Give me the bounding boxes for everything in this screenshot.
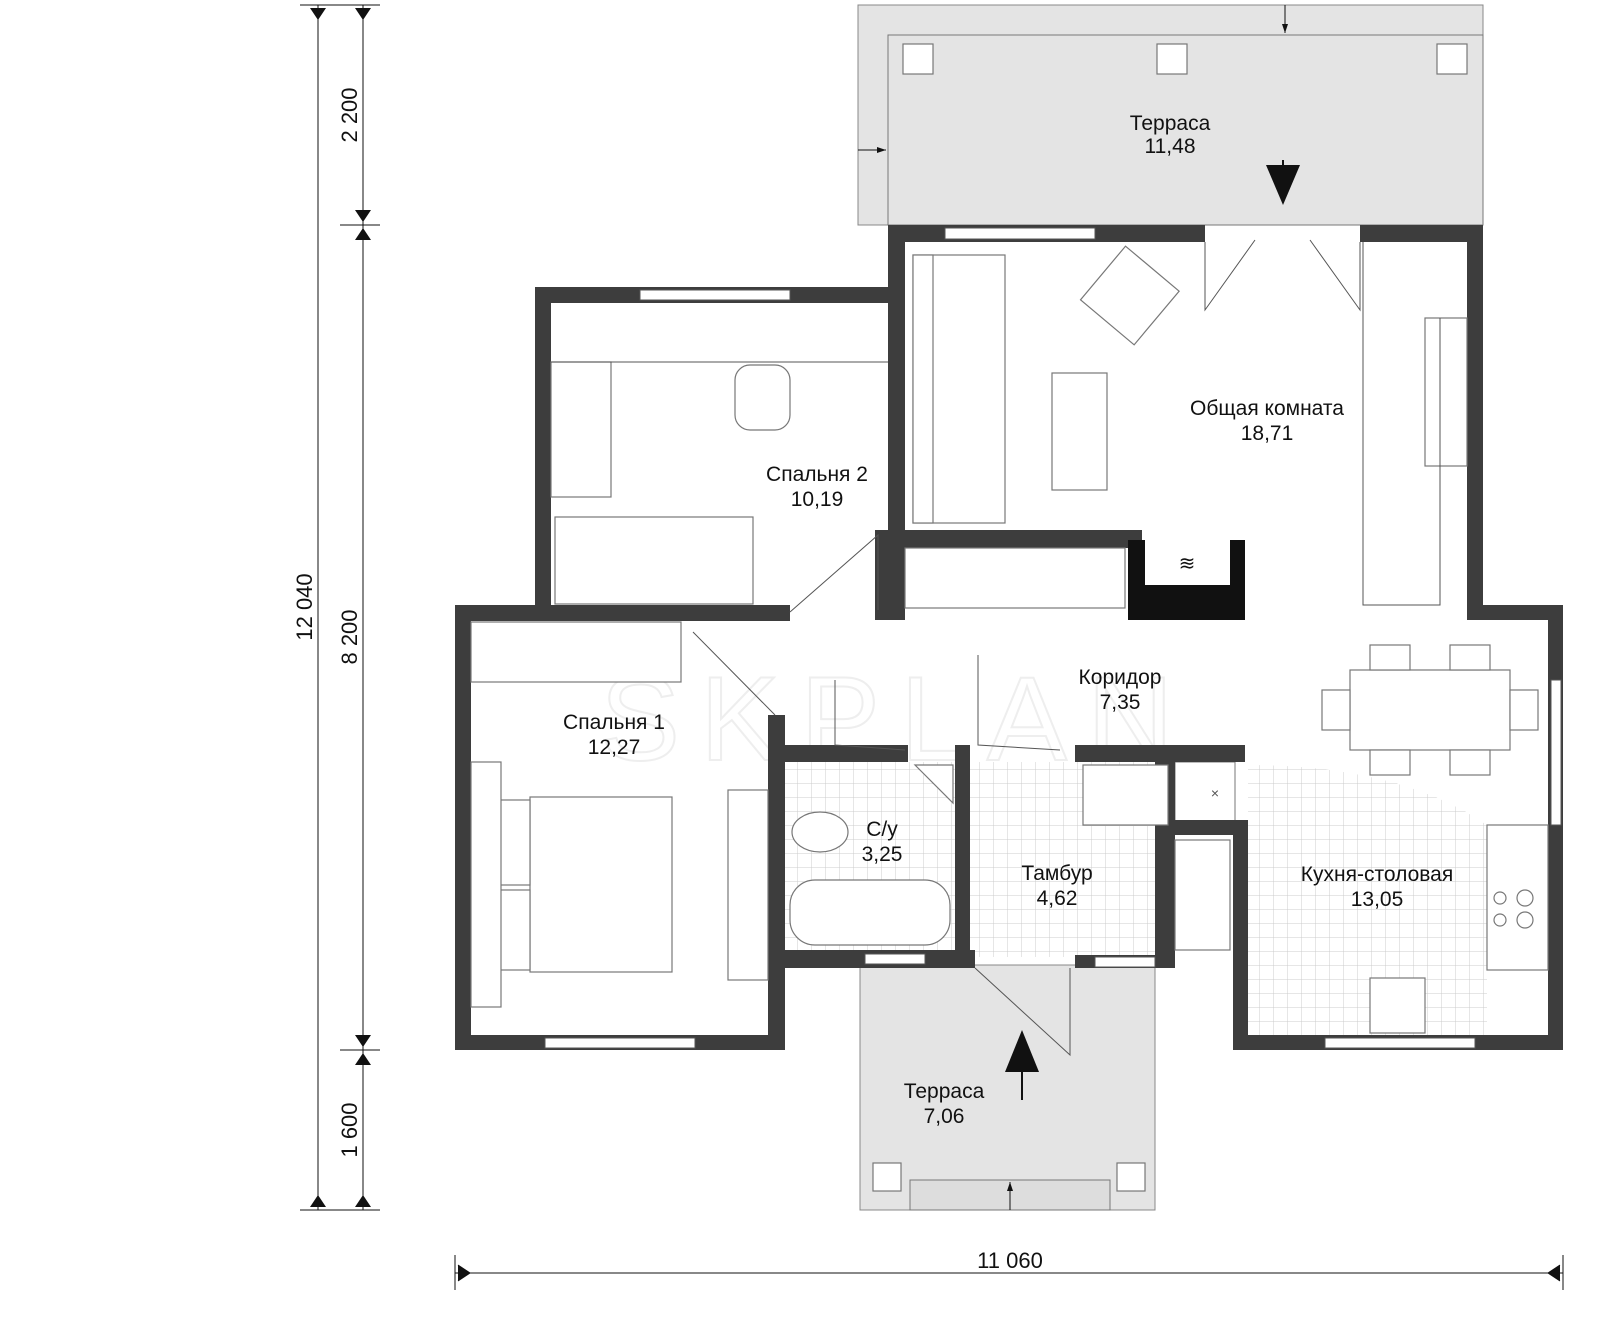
kitchen-floor bbox=[1248, 765, 1487, 1035]
windows bbox=[544, 227, 1562, 1049]
dimension-middle: 8 200 bbox=[337, 609, 362, 664]
room-name: Терраса bbox=[904, 1080, 985, 1103]
furniture bbox=[470, 242, 1549, 1034]
dimension-width: 11 060 bbox=[977, 1248, 1043, 1273]
room-labels: Терраса 11,48 Общая комната 18,71 Спальн… bbox=[563, 112, 1453, 1128]
room-name: Коридор bbox=[1079, 666, 1162, 689]
room-name: Спальня 2 bbox=[766, 463, 868, 486]
terrace-top bbox=[857, 4, 1484, 226]
room-name: Кухня-столовая bbox=[1301, 863, 1453, 886]
doors bbox=[692, 239, 1361, 1057]
dimension-lines: 12 040 2 200 8 200 1 600 11 060 bbox=[292, 4, 1564, 1290]
room-name: Общая комната bbox=[1190, 397, 1344, 420]
entrance-arrow-icon bbox=[1005, 1030, 1039, 1072]
room-name: Терраса bbox=[1130, 112, 1211, 135]
dimension-bottom: 1 600 bbox=[337, 1102, 362, 1157]
fireplace-icon: ≋ bbox=[1179, 553, 1196, 575]
room-area: 4,62 bbox=[1037, 887, 1078, 910]
room-area: 12,27 bbox=[588, 736, 641, 759]
dimension-total-height: 12 040 bbox=[292, 573, 317, 640]
room-area: 7,35 bbox=[1100, 691, 1141, 714]
entrance-arrow-icon bbox=[1266, 165, 1300, 205]
room-area: 7,06 bbox=[924, 1105, 965, 1128]
dimension-top: 2 200 bbox=[337, 87, 362, 142]
svg-text:×: × bbox=[1211, 785, 1219, 801]
room-name: Тамбур bbox=[1021, 862, 1092, 885]
room-name: С/у bbox=[866, 818, 898, 841]
room-area: 11,48 bbox=[1145, 135, 1196, 158]
room-area: 10,19 bbox=[791, 488, 844, 511]
terrace-bottom bbox=[859, 964, 1156, 1211]
room-area: 18,71 bbox=[1241, 422, 1294, 445]
room-name: Спальня 1 bbox=[563, 711, 665, 734]
room-area: 3,25 bbox=[862, 843, 903, 866]
room-area: 13,05 bbox=[1351, 888, 1404, 911]
